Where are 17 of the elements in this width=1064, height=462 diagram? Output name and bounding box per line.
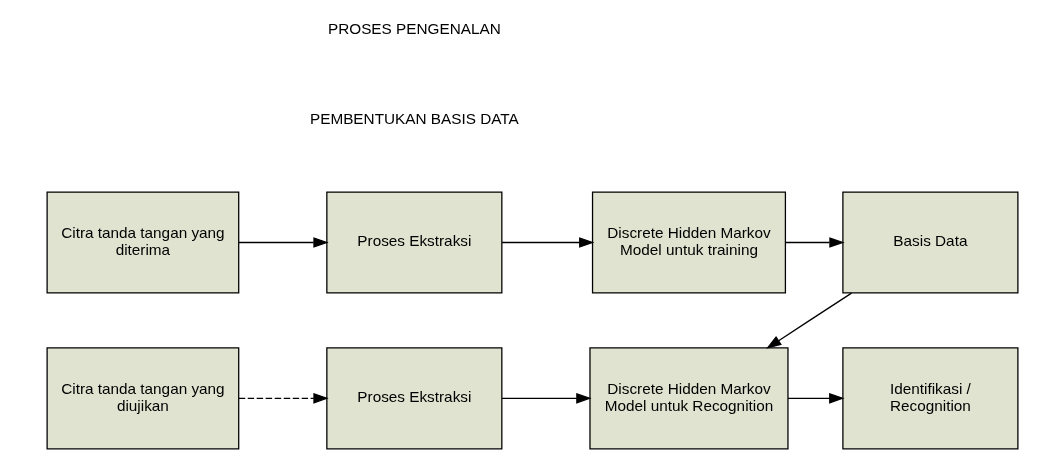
arrow	[237, 392, 329, 404]
node-box: Discrete Hidden Markov Model untuk Recognition	[588, 347, 789, 450]
arrow	[500, 237, 594, 248]
label: PROSES PENGENALAN	[327, 20, 501, 38]
arrow	[237, 237, 329, 248]
node-box: Proses Ekstraksi	[325, 347, 502, 450]
label: PEMBENTUKAN BASIS DATA	[309, 109, 519, 127]
arrow	[786, 392, 844, 404]
node-box: Basis Data	[841, 191, 1019, 294]
node-box: Citra tanda tangan yang diujikan	[45, 347, 239, 450]
arrow	[765, 292, 852, 349]
node-box: Identifikasi / Recognition	[841, 347, 1019, 450]
arrow	[784, 237, 845, 248]
node-box: Citra tanda tangan yang diterima	[45, 191, 239, 294]
arrow	[500, 392, 592, 404]
node-box: Proses Ekstraksi	[325, 191, 502, 294]
node-box: Discrete Hidden Markov Model untuk training	[591, 191, 786, 294]
